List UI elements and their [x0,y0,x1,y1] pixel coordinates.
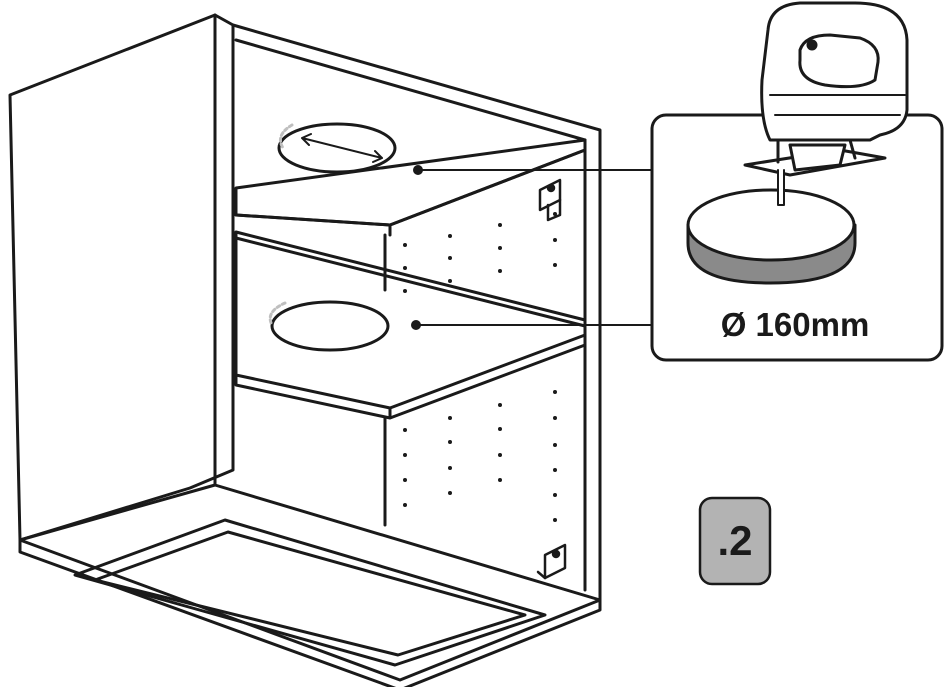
bottom-frame-recess [93,530,527,657]
top-back-edge [231,23,602,602]
jigsaw-guard [776,138,857,172]
hole-guide-arc-middle [268,301,287,327]
middle-shelf-hole [268,300,390,352]
bottom-frame-depth [18,538,602,687]
top-panel-hole [277,122,397,174]
cut-disc [686,188,857,285]
jigsaw-blade [777,169,785,206]
middle-shelf-front [234,236,587,420]
hole-guide-arc [279,123,294,150]
left-side-panel [8,13,235,542]
diameter-arrow [301,133,383,163]
jigsaw-housing-detail [769,94,906,116]
step-badge [698,496,772,586]
jigsaw-handle-opening [798,33,880,89]
dimension-label: Ø 160mm [721,306,870,343]
hanging-bracket-top [538,178,562,222]
jigsaw-icon [743,1,909,206]
top-shelf-front [234,148,587,237]
middle-shelf [234,230,587,410]
step-badge-shape [698,496,772,586]
cabinet [8,13,602,687]
shelf-pin-holes [403,212,557,522]
leader-lines [411,165,656,330]
bottom-frame-inner [73,518,547,667]
step-badge-label: .2 [717,517,752,564]
top-back-inner-edge [234,38,587,142]
hanging-bracket-bottom [536,543,567,580]
